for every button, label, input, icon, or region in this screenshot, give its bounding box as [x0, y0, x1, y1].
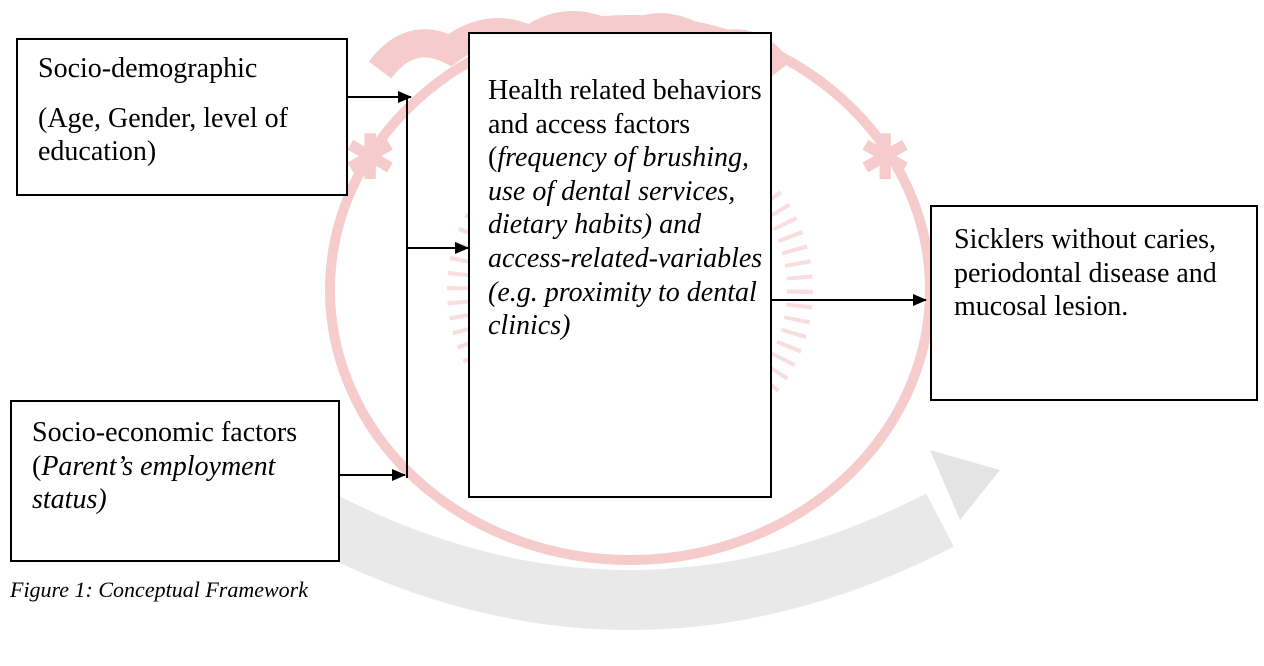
outcome-box: Sicklers without caries, periodontal dis… [930, 205, 1258, 401]
figure-caption: Figure 1: Conceptual Framework [10, 577, 308, 602]
socio-economic-text: Socio-economic factors (Parent’s employm… [32, 416, 330, 517]
socio-economic-box: Socio-economic factors (Parent’s employm… [10, 400, 340, 562]
outcome-text: Sicklers without caries, periodontal dis… [954, 224, 1217, 323]
socio-economic-italic: Parent’s employment status) [32, 450, 276, 516]
socio-economic-lead: Socio-economic factors ( [32, 417, 298, 482]
socio-demographic-detail: (Age, Gender, level of education) [38, 102, 288, 168]
socio-demographic-box: Socio-demographic (Age, Gender, level of… [16, 38, 348, 196]
socio-demographic-title: Socio-demographic [38, 53, 258, 84]
health-behaviors-text: Health related behaviors and access fact… [488, 74, 764, 343]
health-behaviors-box: Health related behaviors and access fact… [468, 32, 772, 498]
health-behaviors-italic: frequency of brushing, use of dental ser… [488, 142, 763, 342]
health-behaviors-lead: Health related behaviors and access fact… [488, 75, 762, 174]
